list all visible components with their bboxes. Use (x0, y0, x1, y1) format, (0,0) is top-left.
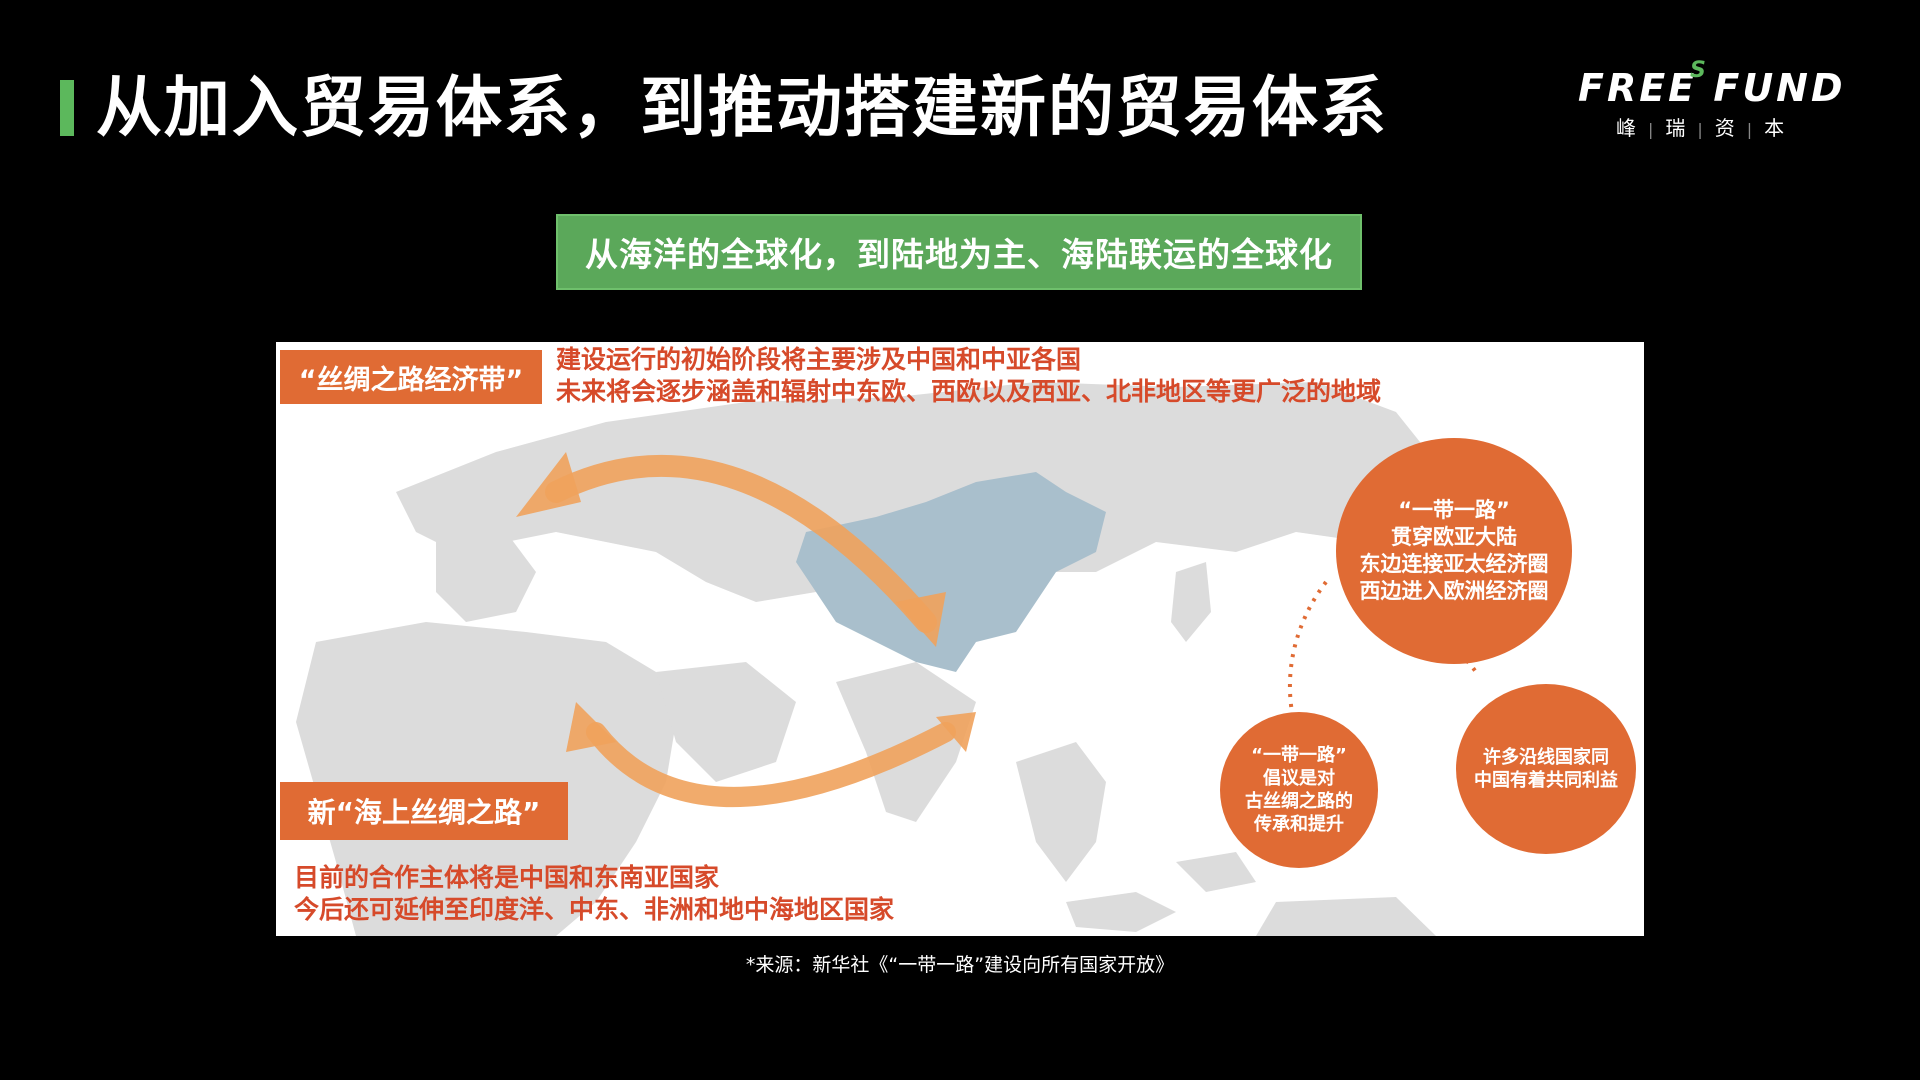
circle-common-interest: 许多沿线国家同 中国有着共同利益 (1456, 684, 1636, 854)
logo-sub-char: 资 (1714, 116, 1737, 140)
belt-arrow (545, 454, 937, 633)
subtitle-box: 从海洋的全球化，到陆地为主、海陆联运的全球化 (556, 214, 1362, 290)
road-desc-line: 目前的合作主体将是中国和东南亚国家 (294, 863, 720, 892)
logo-sub-char: 本 (1764, 116, 1787, 140)
logo-s-mark: S (1690, 58, 1706, 83)
circle-line: 许多沿线国家同 (1483, 746, 1609, 768)
circle-heritage: “一带一路” 倡议是对 古丝绸之路的 传承和提升 (1220, 712, 1378, 868)
circle-line: 东边连接亚太经济圈 (1359, 552, 1549, 576)
circle-line: “一带一路” (1251, 744, 1347, 766)
logo: FREE FUND S 峰|瑞|资|本 (1578, 58, 1848, 142)
circle-line: 古丝绸之路的 (1245, 791, 1353, 812)
circle-eurasia: “一带一路” 贯穿欧亚大陆 东边连接亚太经济圈 西边进入欧洲经济圈 (1336, 438, 1572, 664)
road-label: 新“海上丝绸之路” (280, 782, 568, 840)
circle-line: 贯穿欧亚大陆 (1391, 525, 1517, 550)
china-region (796, 472, 1106, 672)
circle-line: 倡议是对 (1263, 767, 1335, 789)
circle-line: 西边进入欧洲经济圈 (1359, 578, 1549, 603)
land-masses (296, 382, 1436, 936)
road-desc-line: 今后还可延伸至印度洋、中东、非洲和地中海地区国家 (294, 895, 895, 924)
circle-line: “一带一路” (1398, 498, 1510, 523)
belt-arrow-head-east (896, 592, 946, 647)
road-arrow (586, 722, 956, 807)
logo-sub-char: 瑞 (1665, 116, 1688, 140)
road-arrow-head-east (936, 712, 976, 752)
title-accent-bar (60, 80, 74, 136)
logo-subtitle: 峰|瑞|资|本 (1616, 116, 1787, 140)
logo-sub-char: 峰 (1616, 116, 1638, 140)
source-note: *来源：新华社《“一带一路”建设向所有国家开放》 (745, 954, 1175, 976)
subtitle-text: 从海洋的全球化，到陆地为主、海陆联运的全球化 (585, 235, 1333, 274)
map-graphic (296, 382, 1478, 936)
belt-arrow-head-west (516, 452, 581, 517)
belt-desc-line: 建设运行的初始阶段将主要涉及中国和中亚各国 (556, 345, 1082, 374)
belt-desc-line: 未来将会逐步涵盖和辐射中东欧、西欧以及西亚、北非地区等更广泛的地域 (556, 377, 1382, 406)
belt-road-map: “丝绸之路经济带” 建设运行的初始阶段将主要涉及中国和中亚各国 未来将会逐步涵盖… (276, 342, 1644, 936)
page-title: 从加入贸易体系，到推动搭建新的贸易体系 (96, 69, 1388, 146)
circle-line: 传承和提升 (1254, 814, 1344, 836)
circle-line: 中国有着共同利益 (1474, 770, 1618, 791)
logo-main-text: FREE FUND (1578, 66, 1846, 110)
belt-label: “丝绸之路经济带” (280, 350, 542, 404)
road-arrow-head-west (566, 702, 616, 752)
